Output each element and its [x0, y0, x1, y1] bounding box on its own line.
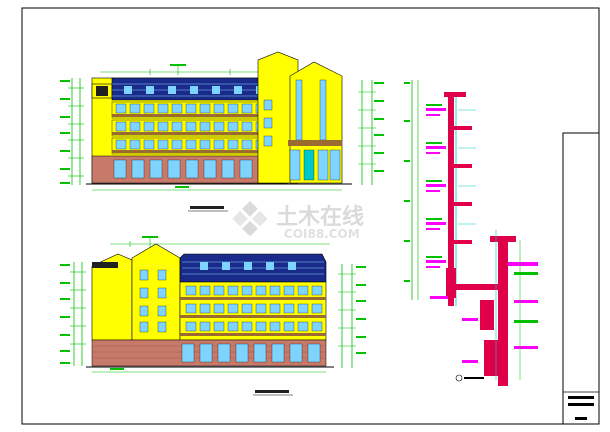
upper-bottom-dimensions	[92, 186, 342, 191]
title-block-label-1	[568, 396, 594, 399]
upper-gable-storefront	[288, 140, 342, 181]
upper-tower-windows	[263, 99, 273, 147]
upper-gable-slot-window	[295, 79, 303, 141]
upper-left-block-window	[96, 86, 108, 96]
upper-ground-windows	[113, 159, 271, 179]
lower-bottom-dimensions	[92, 368, 326, 373]
section-callout-label	[464, 377, 484, 379]
section-floor-slabs	[454, 126, 472, 244]
section-lower-wall	[446, 268, 456, 298]
upper-gable-block	[289, 61, 343, 184]
lower-left-dimensions	[60, 262, 86, 366]
lower-dormers	[200, 262, 296, 270]
title-block-label-2	[568, 403, 594, 406]
lower-elevation	[60, 236, 366, 396]
upper-elevation	[60, 51, 384, 212]
wall-section-detail	[404, 80, 538, 386]
lower-elevation-title	[255, 390, 289, 393]
upper-stair-tower	[257, 51, 299, 184]
upper-right-dimensions	[358, 80, 384, 185]
lower-center-gable	[131, 243, 181, 341]
lower-left-eave	[92, 262, 118, 268]
watermark-en: COI88.COM	[284, 227, 360, 241]
section-ground-slab	[456, 284, 504, 290]
section-dim-labels	[404, 82, 410, 282]
watermark: 土木在线 COI88.COM	[232, 201, 364, 241]
upper-elevation-title	[190, 206, 224, 209]
watermark-logo-icon	[232, 201, 268, 237]
title-block	[562, 132, 600, 425]
section-parapet	[444, 92, 466, 97]
lower-windows	[185, 285, 323, 332]
title-block-label-3	[575, 417, 587, 420]
section-annotations	[426, 104, 476, 268]
section-right-wall	[498, 236, 508, 386]
lower-gable-windows	[139, 269, 167, 333]
section-wall	[448, 96, 454, 306]
section-callout-circle	[455, 374, 463, 382]
lower-right-dimensions	[338, 264, 366, 368]
watermark-cn: 土木在线	[276, 204, 364, 230]
upper-gable-slot-window-2	[319, 79, 327, 141]
upper-balcony-rails	[112, 114, 286, 153]
section-pink-labels	[430, 296, 478, 363]
upper-left-dimensions	[60, 78, 84, 185]
lower-top-dimensions	[110, 236, 330, 247]
lower-balcony-rails	[180, 297, 326, 336]
lower-ground-windows	[181, 343, 321, 363]
